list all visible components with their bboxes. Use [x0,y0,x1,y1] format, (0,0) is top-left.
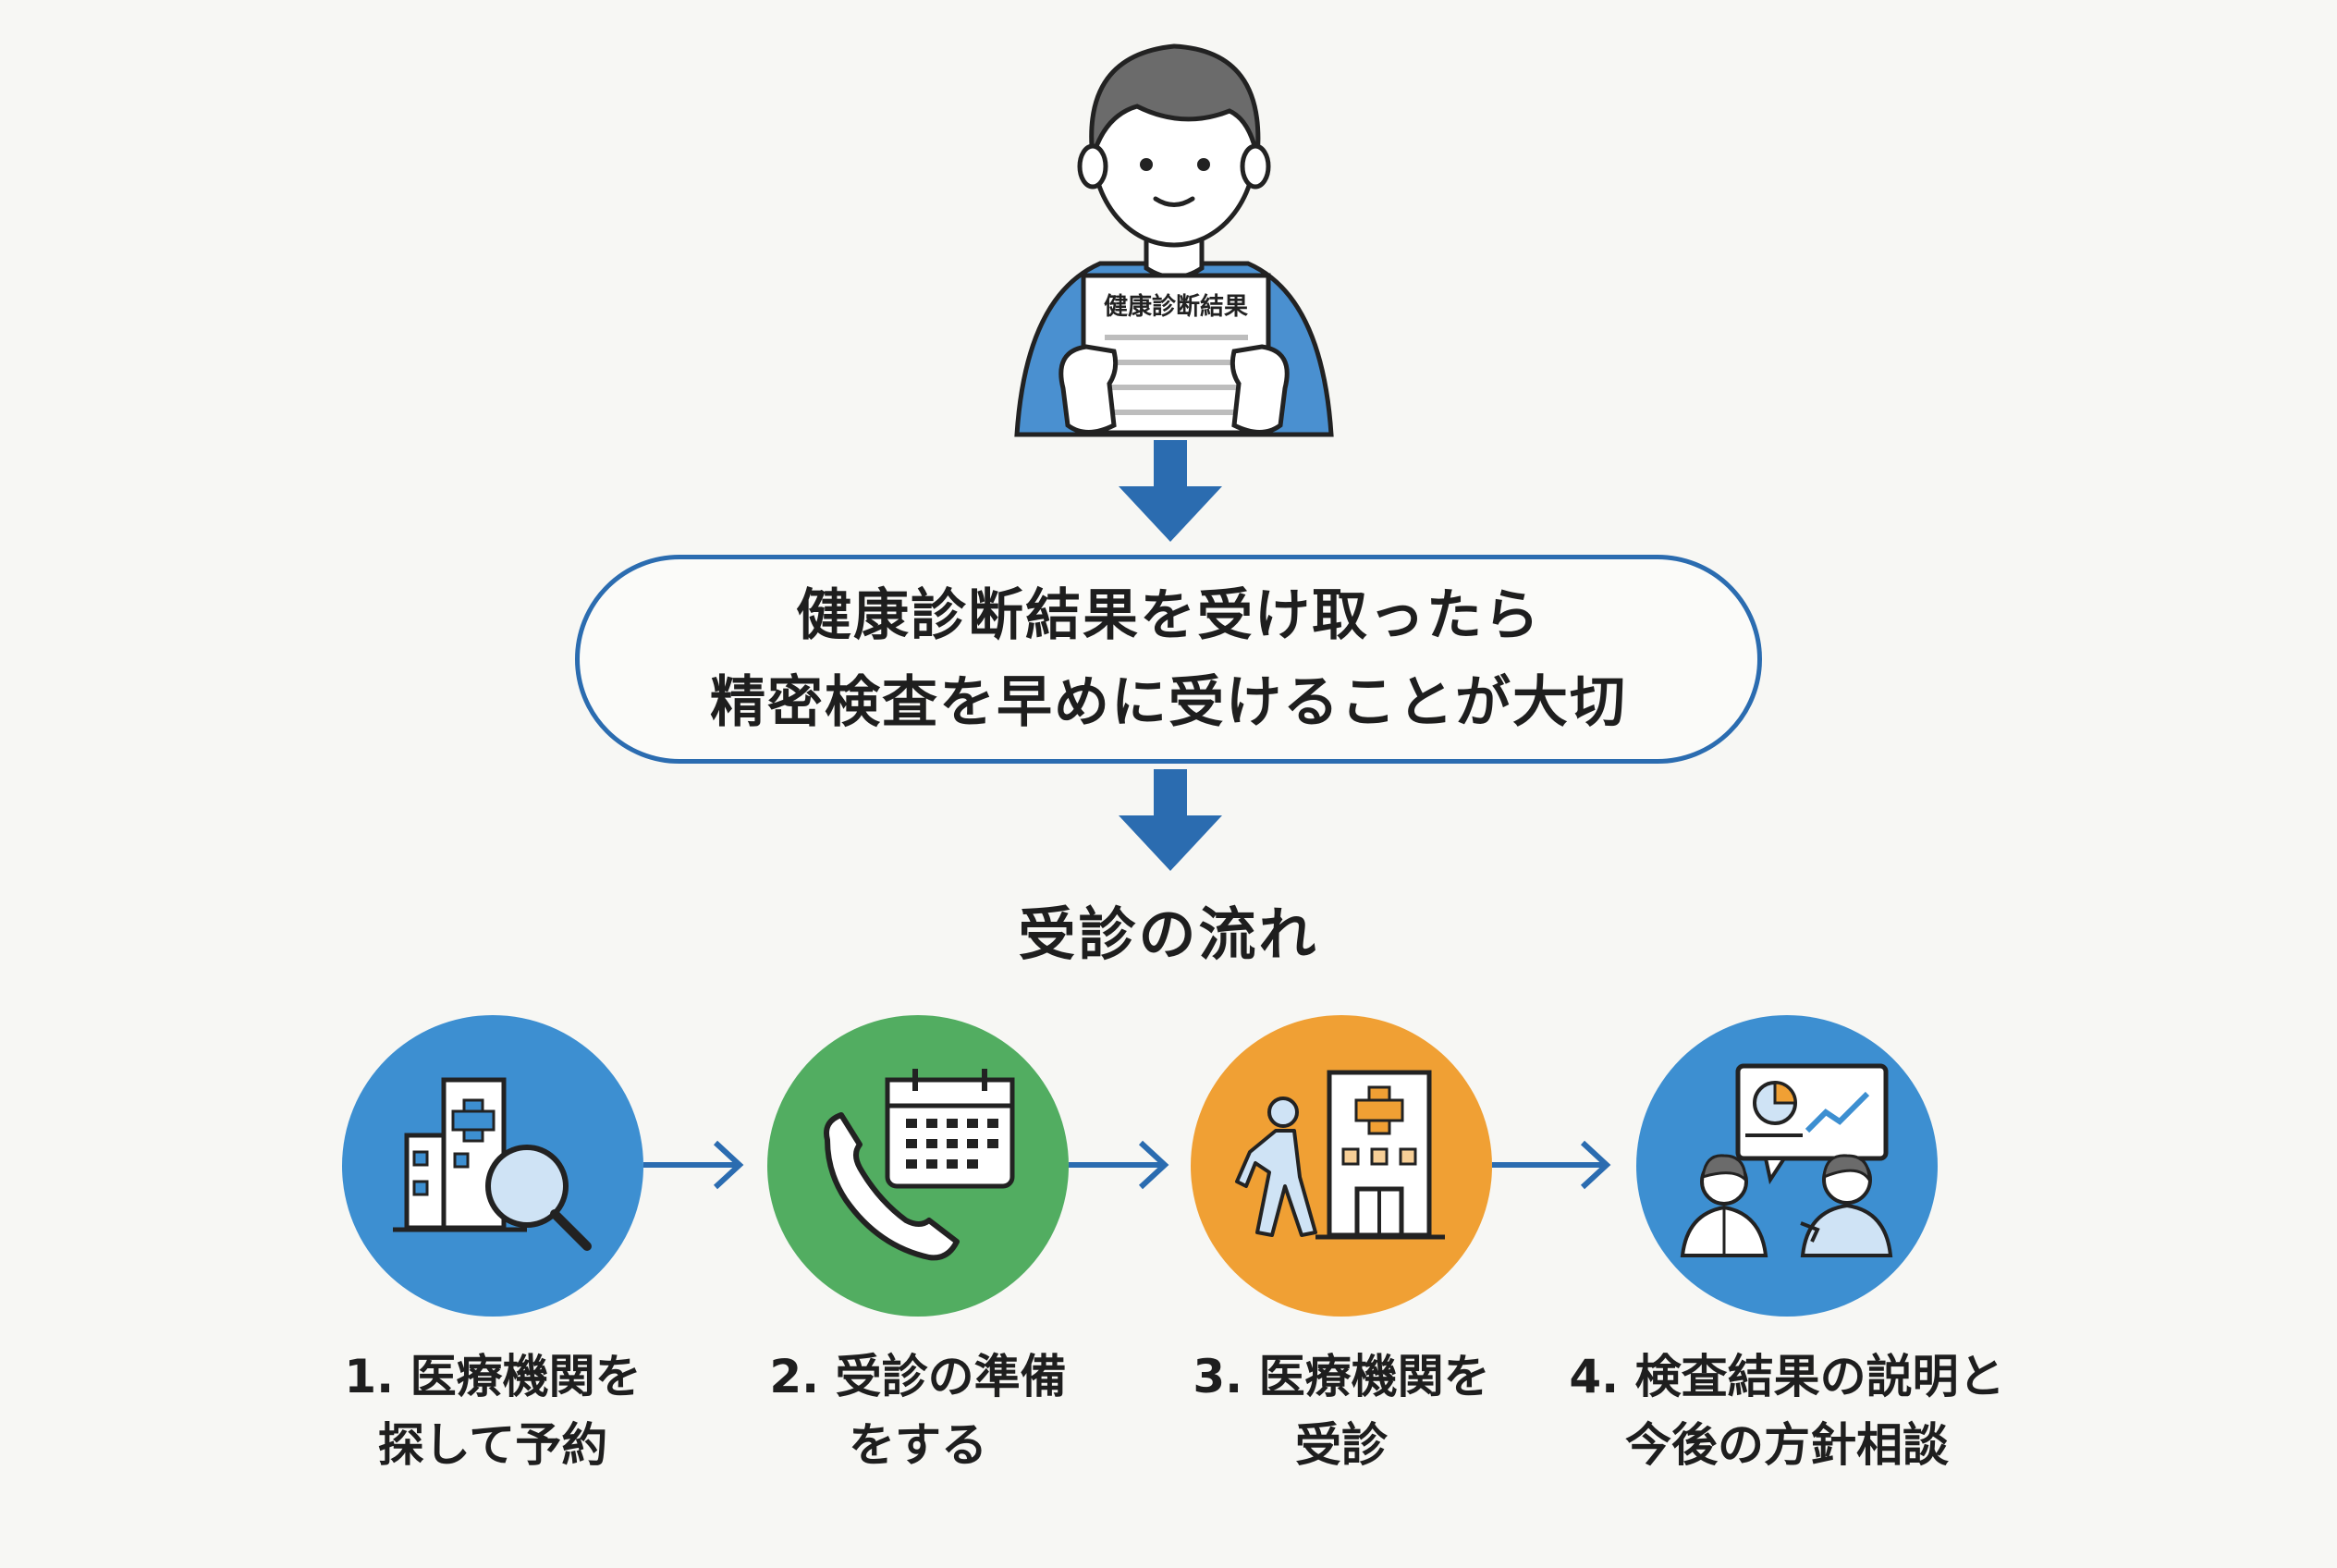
step-3-label-line-2: 受診 [1295,1418,1388,1472]
arrow-down-icon [1119,440,1222,542]
step-2-label-line-1: 2. 受診の準備 [769,1350,1067,1403]
person-illustration: 健康診断結果 [998,18,1350,453]
step-4-label-line-2: 今後の方針相談 [1625,1418,1949,1472]
flow-title: 受診の流れ [1018,900,1319,968]
step-2-label-line-2: をする [849,1418,987,1472]
step-3-label-line-1: 3. 医療機関を [1193,1350,1490,1403]
document-label: 健康診断結果 [1104,292,1248,321]
phone-calendar-icon [824,1069,1015,1261]
key-message-line-2: 精密検査を早めに受けることが大切 [710,670,1627,735]
hospital-search-icon [393,1077,592,1251]
step-1-label: 1. 医療機関を 探して予約 [243,1342,742,1479]
step-2-label: 2. 受診の準備 をする [668,1342,1168,1479]
arrow-down-icon [1119,769,1222,871]
step-1-label-line-1: 1. 医療機関を [344,1350,642,1403]
step-1-label-line-2: 探して予約 [377,1418,608,1472]
step-1-circle [342,1015,643,1317]
arrow-right-icon [1492,1140,1611,1190]
step-4-label-line-1: 4. 検査結果の説明と [1569,1350,2005,1403]
step-4-label: 4. 検査結果の説明と 今後の方針相談 [1528,1342,2046,1479]
key-message-box: 健康診断結果を受け取ったら 精密検査を早めに受けることが大切 [575,555,1762,764]
step-3-label: 3. 医療機関を 受診 [1092,1342,1591,1479]
doctor-consultation-icon [1680,1063,1893,1257]
step-2-circle [767,1015,1069,1317]
walking-to-hospital-icon [1235,1070,1445,1240]
arrow-right-icon [643,1140,744,1190]
arrow-right-icon [1069,1140,1169,1190]
step-3-circle [1191,1015,1492,1317]
key-message-line-1: 健康診断結果を受け取ったら [796,583,1541,648]
step-4-circle [1636,1015,1938,1317]
